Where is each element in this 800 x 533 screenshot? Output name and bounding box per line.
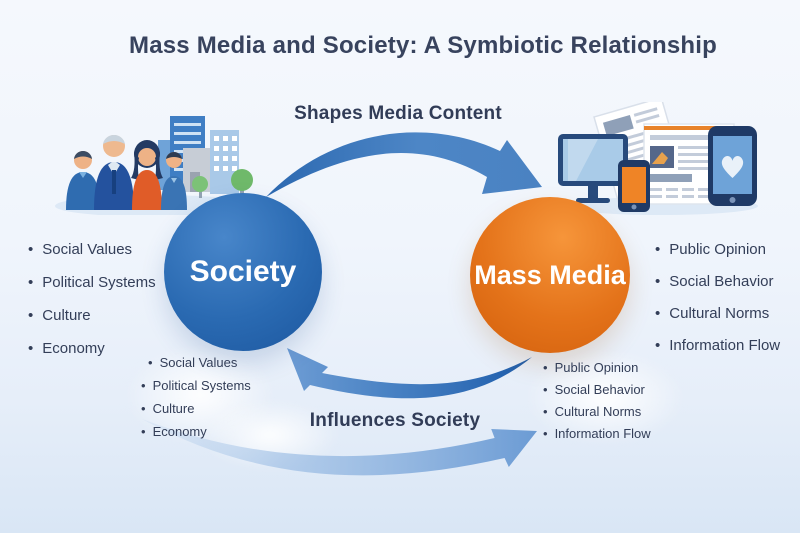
- media-effects-sublist: Public Opinion Social Behavior Cultural …: [543, 358, 651, 442]
- bottom-arrow-label: Influences Society: [309, 410, 481, 431]
- bullet-icon: [543, 382, 548, 397]
- bullet-icon: [655, 305, 660, 322]
- media-effects-list: Public Opinion Social Behavior Cultural …: [655, 239, 780, 356]
- media-devices-icon: [558, 102, 758, 215]
- list-item-label: Political Systems: [152, 377, 251, 393]
- bullet-icon: [655, 273, 660, 290]
- buildings-icon: [158, 116, 239, 194]
- list-item-label: Information Flow: [669, 337, 781, 354]
- top-arrow-label: Shapes Media Content: [294, 103, 502, 124]
- bullet-icon: [148, 355, 153, 370]
- list-item-label: Social Values: [42, 241, 133, 258]
- list-item: Information Flow: [543, 424, 651, 442]
- list-item-label: Public Opinion: [554, 359, 639, 375]
- list-item-label: Culture: [152, 400, 195, 416]
- newspaper-front-icon: [643, 123, 735, 205]
- list-item: Social Behavior: [543, 380, 651, 398]
- list-item: Social Values: [28, 239, 156, 260]
- list-item-label: Information Flow: [554, 425, 651, 441]
- bullet-icon: [28, 241, 33, 258]
- list-item-label: Public Opinion: [669, 241, 766, 258]
- list-item: Culture: [28, 305, 156, 326]
- newspaper-back-icon: [593, 102, 687, 203]
- list-item: Social Values: [148, 353, 251, 371]
- arrow-shapes-media-content: [266, 132, 542, 197]
- list-item-label: Social Behavior: [669, 273, 774, 290]
- bullet-icon: [28, 307, 33, 324]
- arrow-influences-society: [287, 348, 532, 399]
- bullet-icon: [141, 378, 146, 393]
- bullet-icon: [28, 340, 33, 357]
- mass-media-node: Mass Media: [470, 197, 630, 353]
- bullet-icon: [141, 424, 146, 439]
- bullet-icon: [28, 274, 33, 291]
- list-item-label: Social Values: [159, 354, 238, 370]
- desktop-monitor-icon: [558, 134, 628, 203]
- list-item-label: Culture: [42, 307, 91, 324]
- list-item-label: Economy: [42, 340, 105, 357]
- bullet-icon: [543, 426, 548, 441]
- list-item: Social Behavior: [655, 271, 780, 292]
- list-item: Economy: [141, 422, 251, 440]
- bullet-icon: [655, 337, 660, 354]
- bullet-icon: [543, 360, 548, 375]
- list-item-label: Political Systems: [42, 274, 156, 291]
- list-item: Culture: [141, 399, 251, 417]
- list-item: Economy: [28, 338, 156, 359]
- list-item: Information Flow: [655, 335, 780, 356]
- society-factors-list: Social Values Political Systems Culture …: [28, 239, 156, 359]
- list-item: Public Opinion: [543, 358, 651, 376]
- society-factors-sublist: Social Values Political Systems Culture …: [141, 353, 251, 440]
- list-item-label: Economy: [152, 423, 207, 439]
- bullet-icon: [141, 401, 146, 416]
- list-item: Cultural Norms: [655, 303, 780, 324]
- smartphone-orange-icon: [618, 160, 650, 212]
- mass-media-node-label: Mass Media: [474, 259, 626, 290]
- page-title: Mass Media and Society: A Symbiotic Rela…: [129, 32, 717, 59]
- list-item: Public Opinion: [655, 239, 780, 260]
- list-item: Political Systems: [141, 376, 251, 394]
- list-item: Political Systems: [28, 272, 156, 293]
- bullet-icon: [655, 241, 660, 258]
- smartphone-heart-icon: [708, 126, 757, 206]
- cloud-wash-right: [525, 350, 685, 445]
- society-node: Society: [164, 193, 322, 351]
- list-item: Cultural Norms: [543, 402, 651, 420]
- society-node-label: Society: [189, 255, 297, 288]
- list-item-label: Cultural Norms: [554, 403, 642, 419]
- list-item-label: Cultural Norms: [669, 305, 770, 322]
- list-item-label: Social Behavior: [554, 381, 645, 397]
- bullet-icon: [543, 404, 548, 419]
- people-icon: [66, 134, 187, 210]
